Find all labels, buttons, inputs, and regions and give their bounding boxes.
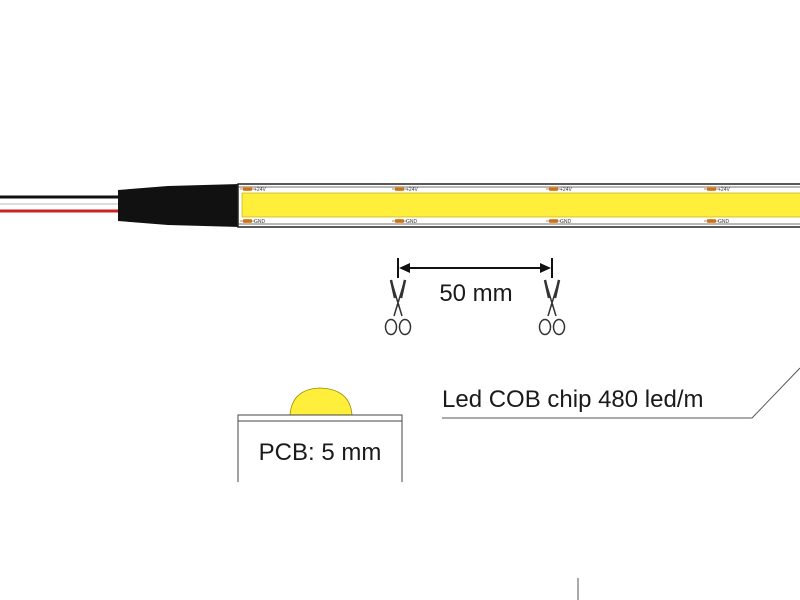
pad-label-positive: +24V <box>406 187 418 193</box>
pcb-width-label: PCB: 5 mm <box>259 439 382 466</box>
arrow-right-icon <box>540 263 551 273</box>
pad-label-positive: +24V <box>718 187 730 193</box>
cut-spacing-label: 50 mm <box>439 280 512 307</box>
pcb-profile: PCB: 5 mm <box>237 387 403 482</box>
solder-pads: +24V GND +24V GND +24V GND +24V GND <box>240 187 730 225</box>
chip-callout-label: Led COB chip 480 led/m <box>442 386 703 413</box>
cob-chip-dome <box>289 387 353 416</box>
arrow-left-icon <box>399 263 410 273</box>
callout-leader-line <box>442 367 800 419</box>
cob-led-band <box>241 192 800 218</box>
pad-label-ground: GND <box>406 219 418 225</box>
cut-dimension: 50 mm <box>397 258 553 307</box>
scissors-icon <box>538 279 566 336</box>
wires <box>0 195 125 213</box>
pad-label-positive: +24V <box>254 187 266 193</box>
pad-label-positive: +24V <box>560 187 572 193</box>
pad-label-ground: GND <box>718 219 730 225</box>
chip-callout: Led COB chip 480 led/m <box>442 367 800 419</box>
pad-label-ground: GND <box>560 219 572 225</box>
led-strip: +24V GND +24V GND +24V GND +24V GND <box>237 183 800 228</box>
pad-label-ground: GND <box>254 219 266 225</box>
connector-sleeve <box>118 184 240 227</box>
pcb-board <box>237 414 403 422</box>
scissors-icon <box>384 279 412 336</box>
